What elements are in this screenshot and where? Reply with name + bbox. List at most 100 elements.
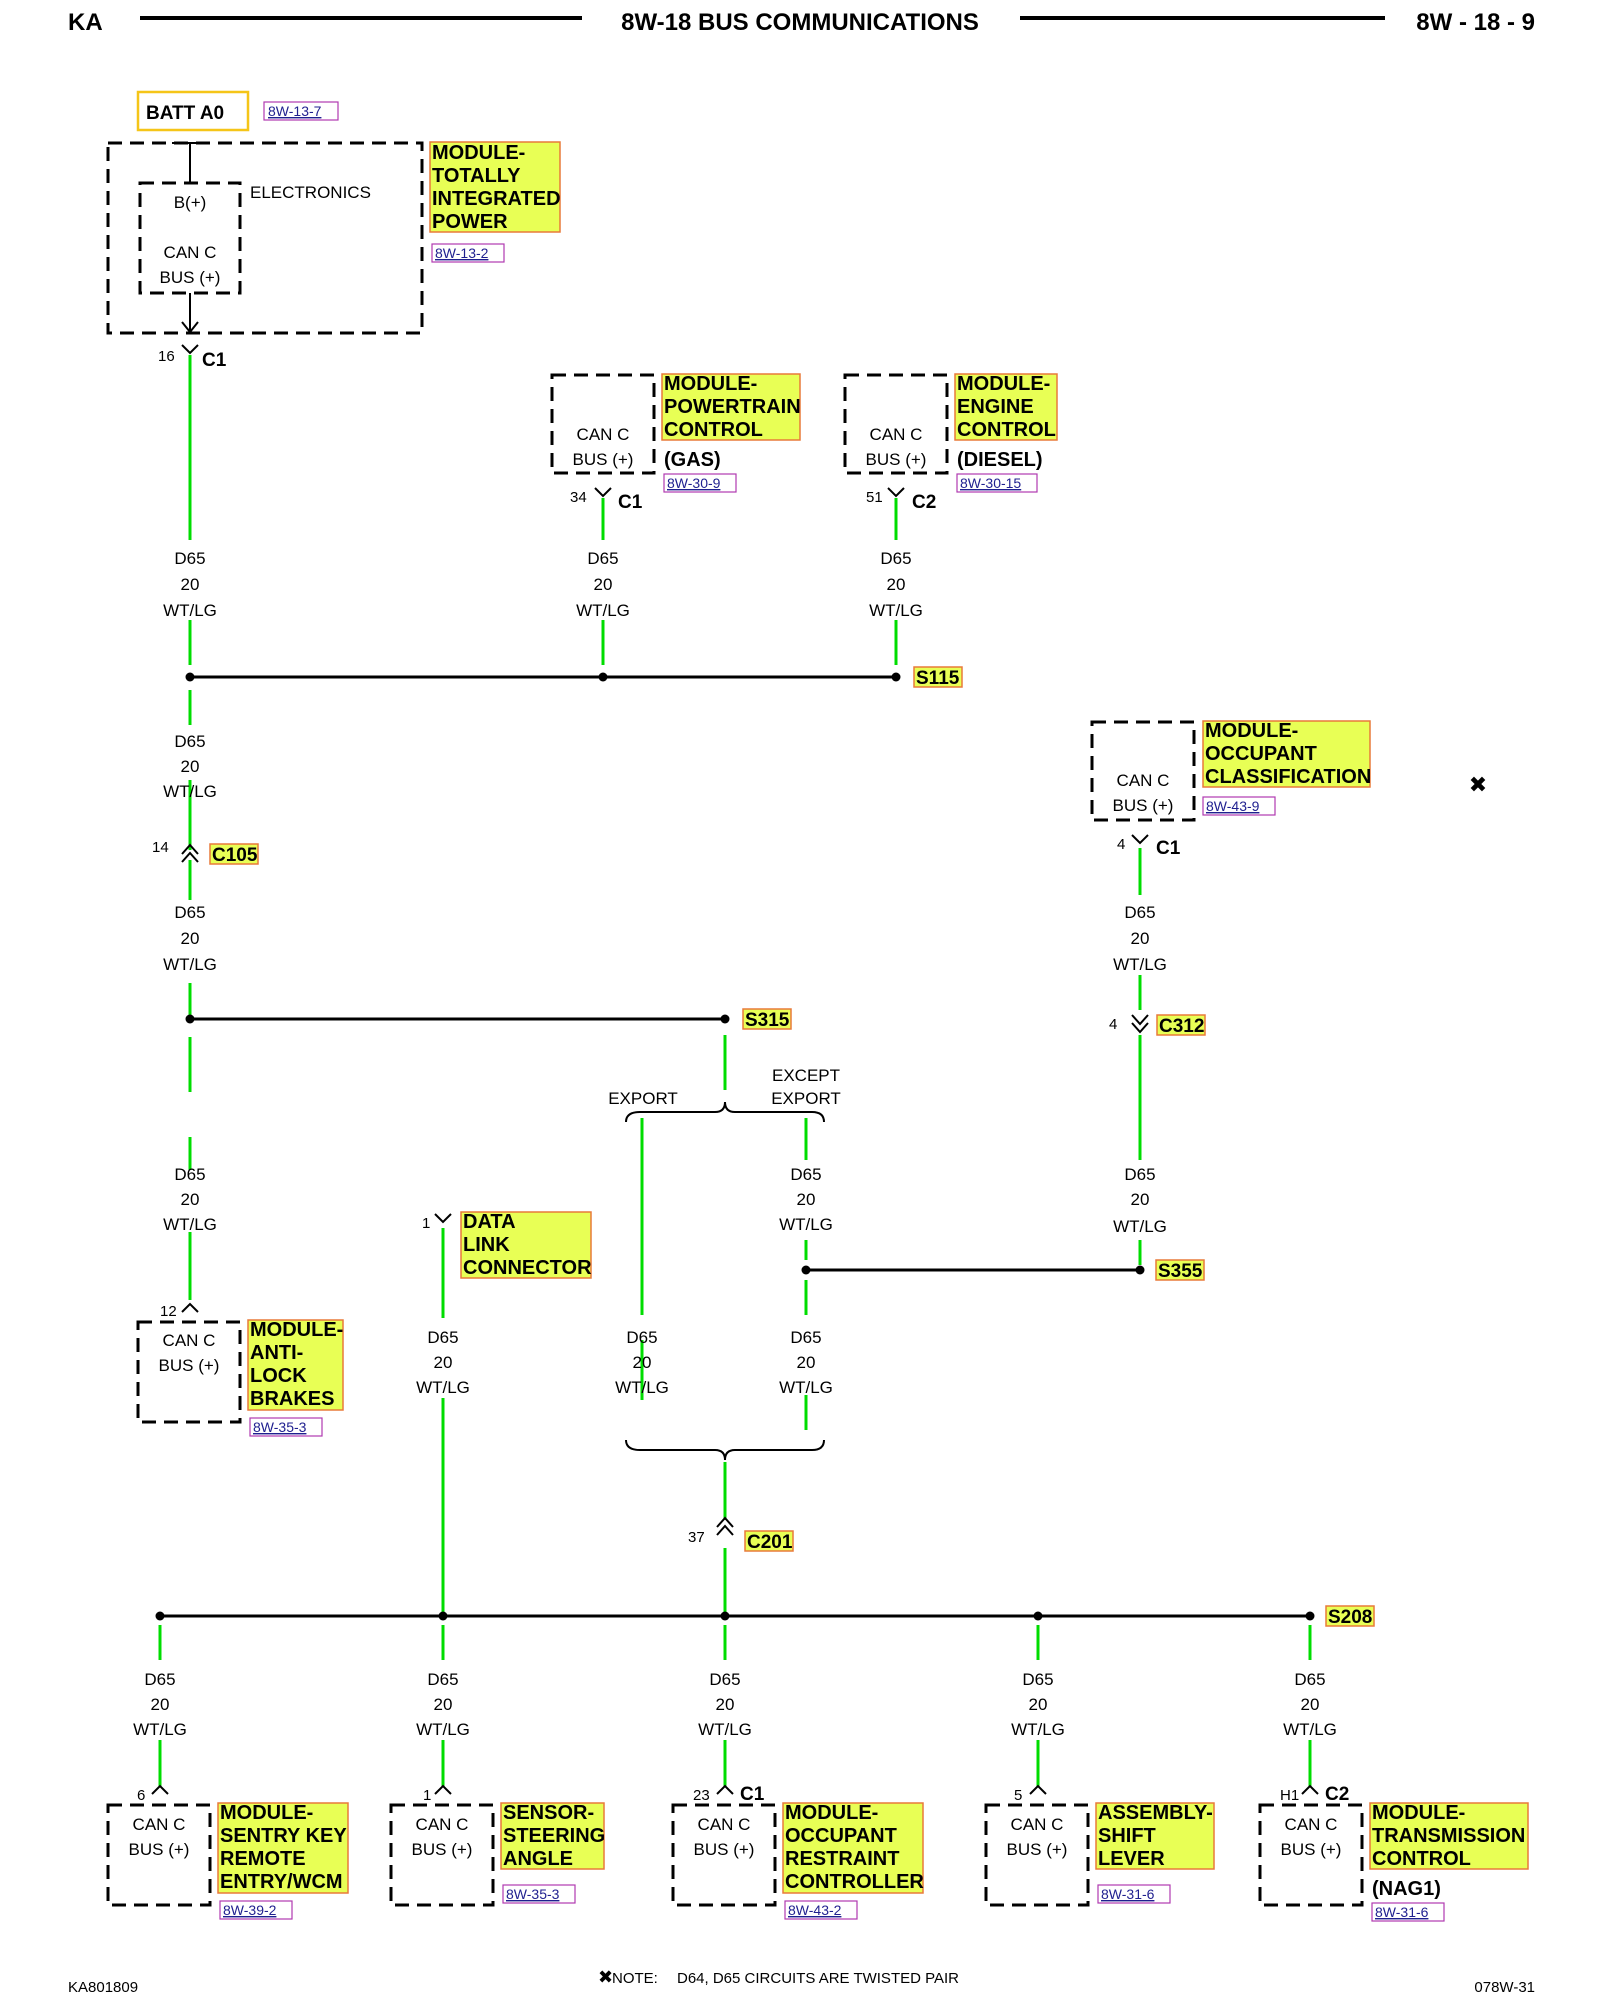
page-title: 8W-18 BUS COMMUNICATIONS <box>621 9 979 36</box>
shift-lever-ref[interactable]: 8W-31-6 <box>1097 1884 1171 1904</box>
sentry-key-name-label: MODULE- SENTRY KEY REMOTE ENTRY/WCM <box>217 1802 349 1894</box>
steering-angle-ref[interactable]: 8W-35-3 <box>502 1884 576 1904</box>
header-right: 8W - 18 - 9 <box>1416 9 1535 36</box>
ecm-connector: 51 C2 <box>866 487 936 513</box>
svg-text:23: 23 <box>693 1787 710 1804</box>
tipm-module: B(+) CAN C BUS (+) ELECTRONICS <box>106 141 424 335</box>
footer-note-prefix: NOTE: <box>612 1970 658 1987</box>
pcm-module: CAN C BUS (+) <box>550 373 656 475</box>
orc-name-label: MODULE- OCCUPANT RESTRAINT CONTROLLER <box>782 1802 924 1894</box>
svg-text:TOTALLY: TOTALLY <box>432 165 521 187</box>
tcm-module: CAN C BUS (+) <box>1258 1803 1364 1907</box>
c201-bracket <box>625 1439 825 1461</box>
connector-c312: 4 C312 <box>1109 1014 1206 1037</box>
svg-text:BUS (+): BUS (+) <box>573 450 634 469</box>
sentry-key-module: CAN C BUS (+) <box>106 1803 212 1907</box>
svg-text:D65: D65 <box>174 1165 205 1184</box>
svg-text:BUS (+): BUS (+) <box>694 1840 755 1859</box>
svg-text:WT/LG: WT/LG <box>163 782 217 801</box>
orc-ref[interactable]: 8W-43-2 <box>784 1900 858 1920</box>
occ-name-label: MODULE- OCCUPANT CLASSIFICATION <box>1202 720 1371 788</box>
svg-text:4: 4 <box>1109 1016 1117 1033</box>
svg-text:8W-31-6: 8W-31-6 <box>1375 1904 1429 1920</box>
svg-text:S355: S355 <box>1158 1261 1203 1282</box>
svg-text:8W-35-3: 8W-35-3 <box>253 1419 307 1435</box>
svg-text:8W-13-7: 8W-13-7 <box>268 103 322 119</box>
svg-text:WT/LG: WT/LG <box>133 1720 187 1739</box>
svg-text:CONTROL: CONTROL <box>957 419 1056 441</box>
steering-angle-connector: 1 <box>423 1784 452 1804</box>
batt-ref[interactable]: 8W-13-7 <box>263 101 339 121</box>
ecm-name-label: MODULE- ENGINE CONTROL (DIESEL) <box>954 373 1058 471</box>
tcm-ref[interactable]: 8W-31-6 <box>1371 1902 1445 1922</box>
svg-text:REMOTE: REMOTE <box>220 1848 306 1870</box>
svg-text:WT/LG: WT/LG <box>869 601 923 620</box>
svg-text:D65: D65 <box>174 732 205 751</box>
svg-text:WT/LG: WT/LG <box>163 955 217 974</box>
svg-text:20: 20 <box>181 1190 200 1209</box>
svg-text:CLASSIFICATION: CLASSIFICATION <box>1205 766 1371 788</box>
svg-text:MODULE-: MODULE- <box>785 1802 878 1824</box>
connector-c201: 37 C201 <box>688 1516 794 1553</box>
svg-text:CONNECTOR: CONNECTOR <box>463 1257 592 1279</box>
svg-text:MODULE-: MODULE- <box>1205 720 1298 742</box>
svg-text:✖: ✖ <box>1469 773 1487 798</box>
svg-text:WT/LG: WT/LG <box>163 1215 217 1234</box>
svg-text:D65: D65 <box>626 1328 657 1347</box>
svg-text:H1: H1 <box>1280 1787 1299 1804</box>
ecm-variant: (DIESEL) <box>957 449 1043 471</box>
svg-text:C105: C105 <box>212 845 258 866</box>
tipm-electronics: ELECTRONICS <box>250 183 371 202</box>
svg-text:6: 6 <box>137 1787 145 1804</box>
svg-text:SENTRY KEY: SENTRY KEY <box>220 1825 347 1847</box>
svg-text:BUS (+): BUS (+) <box>129 1840 190 1859</box>
ecm-module: CAN C BUS (+) <box>843 373 949 475</box>
svg-text:BATT A0: BATT A0 <box>146 103 224 124</box>
svg-text:WT/LG: WT/LG <box>416 1378 470 1397</box>
svg-text:ENGINE: ENGINE <box>957 396 1034 418</box>
svg-text:SENSOR-: SENSOR- <box>503 1802 594 1824</box>
orc-module: CAN C BUS (+) <box>671 1803 777 1907</box>
dlc-name-label: DATA LINK CONNECTOR <box>460 1211 592 1279</box>
occ-ref[interactable]: 8W-43-9 <box>1202 796 1276 816</box>
svg-text:D65: D65 <box>587 549 618 568</box>
abs-module: CAN C BUS (+) <box>136 1320 242 1424</box>
svg-text:20: 20 <box>181 575 200 594</box>
svg-text:20: 20 <box>716 1695 735 1714</box>
svg-text:WT/LG: WT/LG <box>1011 1720 1065 1739</box>
page-footer: KA801809 ✖ NOTE: D64, D65 CIRCUITS ARE T… <box>68 1967 1535 1996</box>
svg-text:12: 12 <box>160 1303 177 1320</box>
svg-text:POWER: POWER <box>432 211 508 233</box>
pcm-ref[interactable]: 8W-30-9 <box>663 473 737 493</box>
svg-text:20: 20 <box>887 575 906 594</box>
svg-text:C1: C1 <box>202 350 227 371</box>
svg-text:8W-31-6: 8W-31-6 <box>1101 1886 1155 1902</box>
svg-text:BUS (+): BUS (+) <box>866 450 927 469</box>
abs-ref[interactable]: 8W-35-3 <box>249 1417 323 1437</box>
abs-connector: 12 <box>160 1302 199 1320</box>
svg-text:S208: S208 <box>1328 1607 1372 1628</box>
splice-s315: S315 <box>742 1008 792 1031</box>
splice-s208: S208 <box>1325 1605 1375 1628</box>
ecm-ref[interactable]: 8W-30-15 <box>956 473 1038 493</box>
svg-text:WT/LG: WT/LG <box>698 1720 752 1739</box>
tipm-can-c: CAN C <box>164 243 217 262</box>
sentry-key-ref[interactable]: 8W-39-2 <box>219 1900 293 1920</box>
tipm-ref[interactable]: 8W-13-2 <box>431 243 505 263</box>
svg-text:C2: C2 <box>912 492 936 513</box>
svg-text:BUS (+): BUS (+) <box>1113 796 1174 815</box>
occ-connector: 4 C1 <box>1117 834 1181 859</box>
wire-segments <box>158 355 1312 1786</box>
svg-text:8W-43-9: 8W-43-9 <box>1206 798 1260 814</box>
splice-s355: S355 <box>1155 1259 1205 1282</box>
